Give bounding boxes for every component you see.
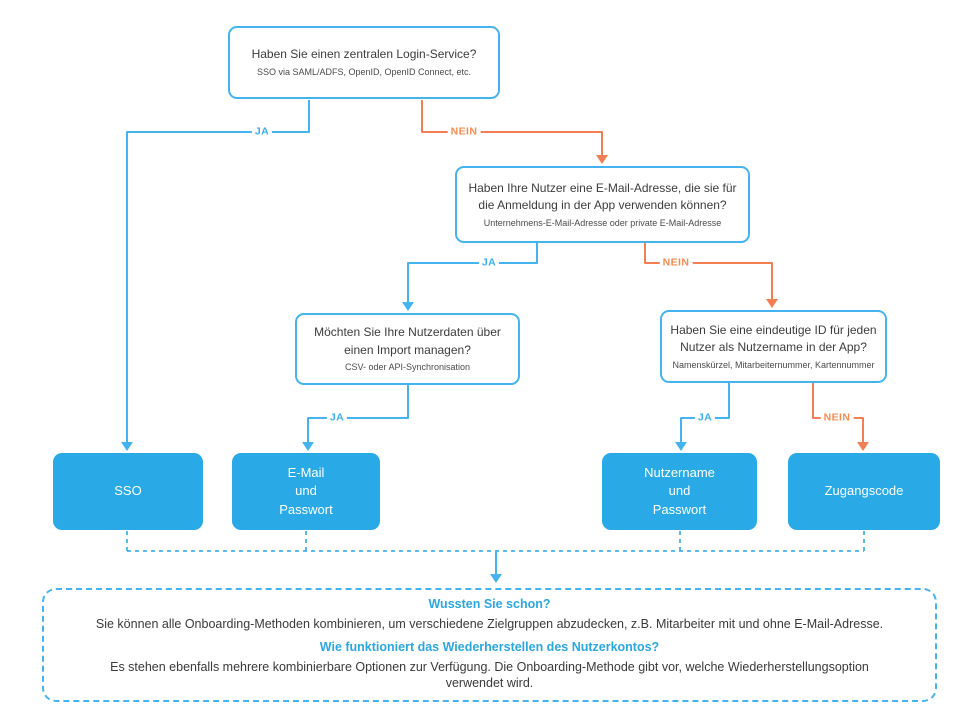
info-heading-wiederherstellen: Wie funktioniert das Wiederherstellen de… — [319, 639, 660, 654]
question-title: Haben Sie einen zentralen Login-Service? — [251, 47, 477, 62]
edge-label-ja: JA — [694, 411, 716, 425]
info-body-wiederherstellungsoption: Es stehen ebenfalls mehrere kombinierbar… — [110, 659, 869, 691]
info-heading-wussten-sie-schon: Wussten Sie schon? — [428, 596, 551, 611]
arrowhead-email — [302, 442, 314, 451]
question-title: Möchten Sie Ihre Nutzerdaten über einen … — [314, 325, 501, 357]
arrowhead-q4 — [766, 299, 778, 308]
edge-q2-q3-line — [407, 242, 538, 303]
edge-label-nein: NEIN — [820, 411, 854, 425]
edge-label-nein: NEIN — [659, 256, 693, 270]
edge-label-ja: JA — [478, 256, 500, 270]
result-nutzername-passwort: Nutzername und Passwort — [602, 453, 757, 530]
edge-q1-q2-line — [421, 100, 603, 156]
arrowhead-sso — [121, 442, 133, 451]
result-label: Nutzername und Passwort — [644, 465, 715, 517]
arrowhead-q3 — [402, 302, 414, 311]
question-eindeutige-id: Haben Sie eine eindeutige ID für jeden N… — [660, 310, 887, 383]
result-email-passwort: E-Mail und Passwort — [232, 453, 380, 530]
edge-label-ja: JA — [326, 411, 348, 425]
arrowhead-q2 — [596, 155, 608, 164]
result-sso: SSO — [53, 453, 203, 530]
edge-q3-email-line — [307, 385, 409, 443]
question-email-adresse: Haben Ihre Nutzer eine E-Mail-Adresse, d… — [455, 166, 750, 243]
result-zugangscode: Zugangscode — [788, 453, 940, 530]
info-body-kombinieren: Sie können alle Onboarding-Methoden komb… — [95, 616, 884, 631]
result-label: E-Mail und Passwort — [279, 465, 333, 517]
edge-label-nein: NEIN — [447, 125, 481, 139]
edge-q1-sso-line — [126, 100, 310, 443]
result-label: Zugangscode — [824, 483, 904, 499]
info-box: Wussten Sie schon? Sie können alle Onboa… — [42, 588, 937, 702]
question-subtitle: Namenskürzel, Mitarbeiternummer, Kartenn… — [672, 359, 875, 370]
question-zentraler-login-service: Haben Sie einen zentralen Login-Service?… — [228, 26, 500, 99]
arrowhead-nutzername — [675, 442, 687, 451]
arrowhead-infobox — [490, 574, 502, 583]
question-subtitle: Unternehmens-E-Mail-Adresse oder private… — [483, 217, 722, 228]
edge-q2-q4-line — [644, 242, 773, 300]
question-import-managen: Möchten Sie Ihre Nutzerdaten über einen … — [295, 313, 520, 385]
question-subtitle: SSO via SAML/ADFS, OpenID, OpenID Connec… — [256, 66, 472, 77]
arrowhead-zugangscode — [857, 442, 869, 451]
dashed-collector-lines — [126, 531, 865, 552]
edge-label-ja: JA — [251, 125, 273, 139]
question-title: Haben Ihre Nutzer eine E-Mail-Adresse, d… — [468, 180, 737, 213]
result-label: SSO — [114, 483, 142, 499]
question-title: Haben Sie eine eindeutige ID für jeden N… — [670, 322, 877, 355]
question-subtitle: CSV- oder API-Synchronisation — [344, 362, 471, 373]
